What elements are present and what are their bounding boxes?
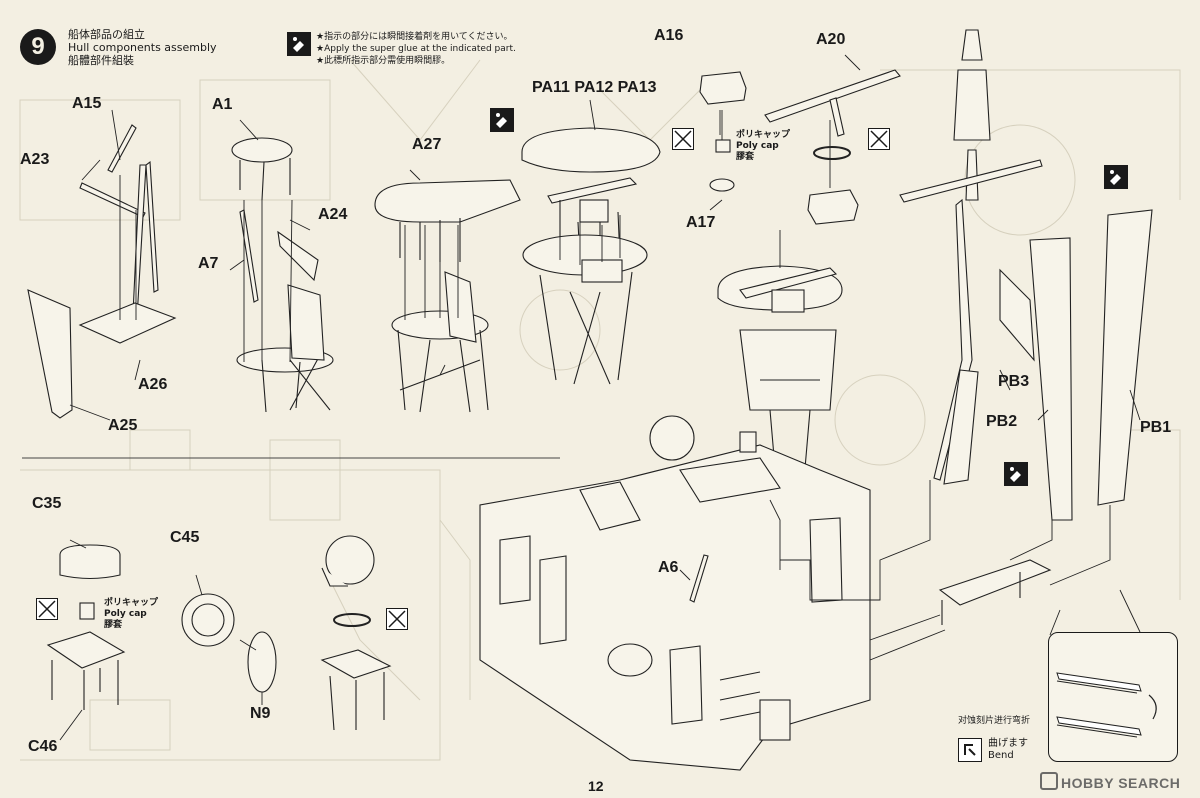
super-glue-icon: [1004, 462, 1028, 486]
poly-cap-note-en-1: Poly cap: [736, 141, 779, 151]
part-label-n9: N9: [250, 705, 271, 722]
watermark-text: HOBBY SEARCH: [1061, 775, 1181, 791]
bend-icon: [958, 738, 982, 762]
poly-cap-note-zh-2: 膠套: [104, 620, 123, 630]
bend-note-zh: 对蚀刻片进行弯折: [958, 716, 1031, 726]
watermark-logo-icon: [1040, 772, 1058, 790]
super-glue-icon: [287, 32, 311, 56]
part-label-a25: A25: [108, 417, 138, 434]
step-title-jp: 船体部品の組立: [68, 28, 145, 41]
part-label-a24: A24: [318, 206, 348, 223]
part-label-a20: A20: [816, 31, 846, 48]
no-glue-icon: [672, 128, 694, 150]
part-label-a26: A26: [138, 376, 168, 393]
bend-detail-inset: [1048, 632, 1178, 762]
no-glue-icon: [386, 608, 408, 630]
part-label-pb3: PB3: [998, 373, 1030, 390]
part-label-a6: A6: [658, 559, 679, 576]
bend-note-jp: 曲げます: [988, 738, 1028, 749]
part-label-pa-group: PA11 PA12 PA13: [532, 79, 657, 96]
poly-cap-note-jp-2: ポリキャップ: [104, 598, 159, 608]
step-title-en: Hull components assembly: [68, 41, 217, 54]
part-label-c45: C45: [170, 529, 200, 546]
part-label-pb2: PB2: [986, 413, 1018, 430]
part-label-a23: A23: [20, 151, 50, 168]
poly-cap-note-zh-1: 膠套: [736, 152, 755, 162]
glue-note-zh: ★此標所指示部分需使用瞬間膠。: [316, 56, 451, 66]
step-number-badge: 9: [20, 29, 56, 65]
part-label-a17: A17: [686, 214, 716, 231]
step-title-zh: 船體部件組裝: [68, 54, 134, 67]
super-glue-icon: [490, 108, 514, 132]
part-label-a1: A1: [212, 96, 233, 113]
part-label-c35: C35: [32, 495, 62, 512]
part-label-a15: A15: [72, 95, 102, 112]
poly-cap-note-jp-1: ポリキャップ: [736, 130, 791, 140]
part-label-pb1: PB1: [1140, 419, 1172, 436]
no-glue-icon: [36, 598, 58, 620]
super-glue-icon: [1104, 165, 1128, 189]
poly-cap-note-en-2: Poly cap: [104, 609, 147, 619]
no-glue-icon: [868, 128, 890, 150]
part-label-a16: A16: [654, 27, 684, 44]
part-label-a7: A7: [198, 255, 219, 272]
glue-note-en: ★Apply the super glue at the indicated p…: [316, 44, 516, 54]
glue-note-jp: ★指示の部分には瞬間接着剤を用いてください。: [316, 32, 513, 42]
bend-note-en: Bend: [988, 750, 1014, 761]
part-label-a27: A27: [412, 136, 442, 153]
part-label-c46: C46: [28, 738, 58, 755]
page-number: 12: [588, 778, 604, 794]
watermark: HOBBY SEARCH: [1040, 772, 1180, 791]
